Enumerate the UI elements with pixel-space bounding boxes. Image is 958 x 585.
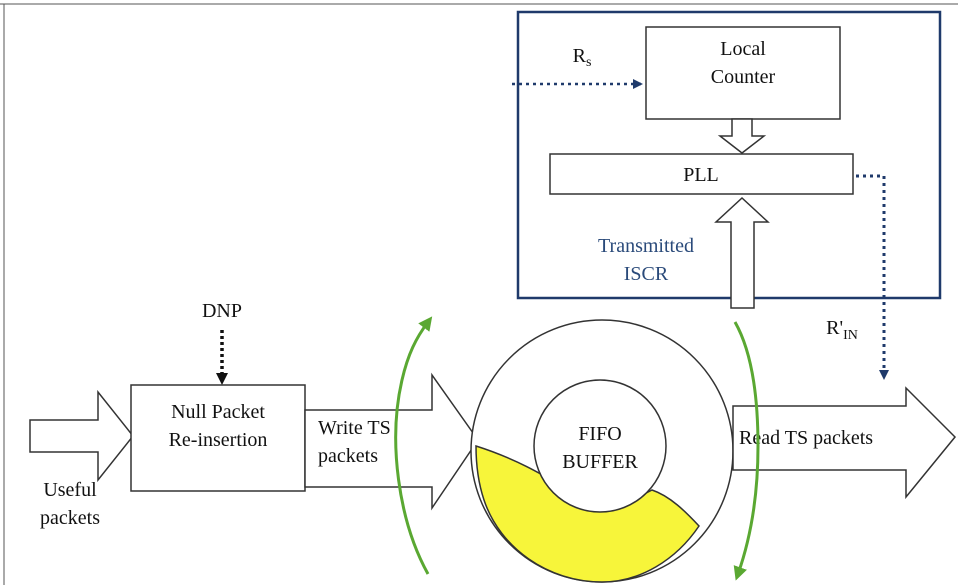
fifo-buffer-inner-circle [533, 379, 667, 513]
fifo-label-line1: FIFO [578, 423, 621, 445]
iscr-to-pll-arrow [714, 196, 770, 309]
r-in-dotted-arrow [856, 174, 889, 380]
fifo-label-line2: BUFFER [562, 451, 638, 473]
pll-label: PLL [683, 164, 719, 186]
transmitted-iscr-label-line1: Transmitted [598, 235, 694, 257]
pll-box [549, 153, 854, 195]
useful-packets-label-line1: Useful [43, 479, 97, 501]
counter-to-pll-arrow [717, 118, 767, 154]
transmitted-iscr-label-line2: ISCR [624, 263, 669, 285]
read-ts-label: Read TS packets [739, 427, 873, 449]
useful-packets-arrow [29, 389, 134, 483]
read-ts-arrow [732, 386, 957, 500]
write-ts-arrow [304, 372, 479, 511]
clock-recovery-panel [516, 10, 942, 300]
r-in-label: R'IN [826, 317, 858, 343]
write-rotation-arc [394, 316, 433, 575]
useful-packets-label-line2: packets [40, 507, 100, 529]
null-packet-label-line1: Null Packet [171, 401, 265, 423]
local-counter-label-line1: Local [720, 38, 766, 60]
rs-label: Rs [573, 45, 592, 70]
read-rotation-arc [733, 321, 760, 581]
dnp-label: DNP [202, 300, 242, 322]
local-counter-label-line2: Counter [711, 66, 776, 88]
null-packet-label-line2: Re-insertion [169, 429, 268, 451]
local-counter-box [645, 26, 841, 120]
write-ts-label-line2: packets [318, 445, 378, 467]
write-ts-label-line1: Write TS [318, 417, 391, 439]
